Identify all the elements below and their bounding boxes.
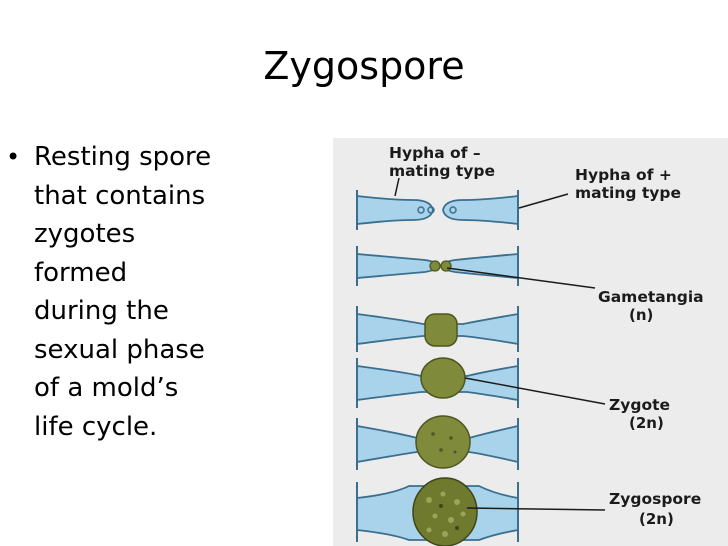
slide-title: Zygospore bbox=[263, 44, 465, 88]
label-zygospore-ploidy: (2n) bbox=[639, 510, 674, 528]
label-hypha-minus-line2: mating type bbox=[389, 162, 495, 180]
stage-developing bbox=[356, 415, 519, 470]
stage-zygospore bbox=[356, 477, 519, 546]
label-zygote: Zygote bbox=[609, 396, 670, 414]
label-gametangia: Gametangia bbox=[598, 288, 704, 306]
bullet-list: • Resting spore that contains zygotes fo… bbox=[6, 138, 246, 446]
bullet-line: sexual phase bbox=[34, 334, 205, 365]
bullet-line: formed bbox=[34, 257, 128, 288]
bullet-line: life cycle. bbox=[34, 411, 158, 442]
stage-gametangia bbox=[356, 246, 519, 286]
bullet-line: Resting spore bbox=[34, 142, 212, 172]
stage-hyphae bbox=[356, 190, 519, 230]
leader-lines bbox=[394, 177, 606, 511]
label-hypha-plus-line2: mating type bbox=[575, 184, 681, 202]
bullet-text: Resting spore that contains zygotes form… bbox=[34, 138, 246, 446]
bullet-line: that contains bbox=[34, 180, 206, 211]
zygospore-diagram: Hypha of – mating type Hypha of + mating… bbox=[333, 138, 728, 546]
bullet-line: zygotes bbox=[34, 219, 136, 249]
stage-fusion bbox=[356, 306, 519, 352]
label-hypha-plus-line1: Hypha of + bbox=[575, 166, 672, 184]
bullet-line: during the bbox=[34, 296, 169, 326]
bullet-line: of a mold’s bbox=[34, 373, 179, 403]
label-zygote-ploidy: (2n) bbox=[629, 414, 664, 432]
label-gametangia-ploidy: (n) bbox=[629, 306, 653, 324]
bullet-dot-icon: • bbox=[6, 143, 21, 171]
label-zygospore: Zygospore bbox=[609, 490, 701, 508]
stage-zygote bbox=[356, 357, 519, 408]
label-hypha-minus-line1: Hypha of – bbox=[389, 144, 481, 162]
